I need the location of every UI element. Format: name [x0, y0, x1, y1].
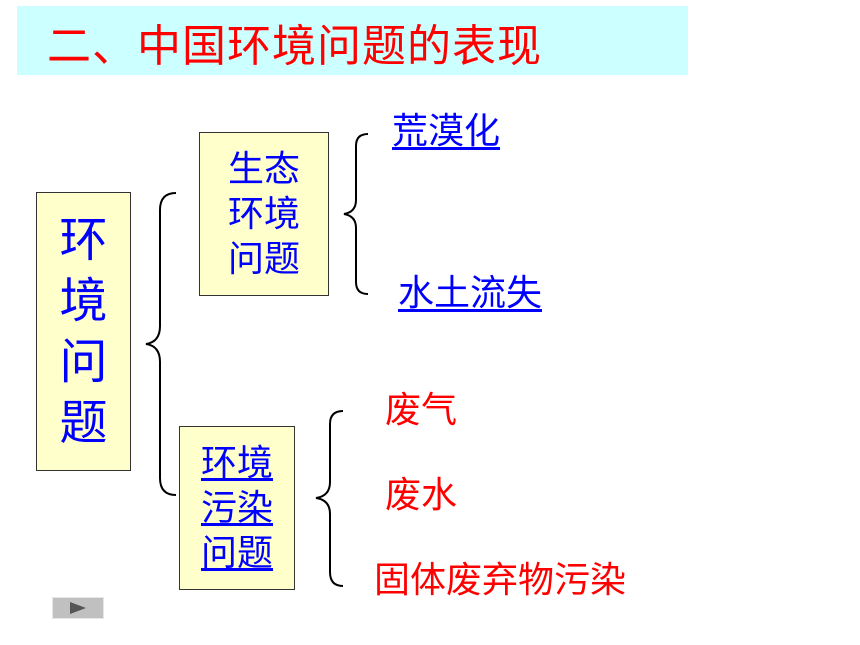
- root-char-1: 环: [59, 211, 108, 268]
- brace-eco: [343, 133, 369, 295]
- pollution-line-1[interactable]: 环境: [200, 442, 273, 484]
- root-char-4: 题: [59, 394, 108, 451]
- soil-erosion-link[interactable]: 水土流失: [398, 273, 543, 314]
- desertification-link[interactable]: 荒漠化: [392, 111, 501, 152]
- play-icon: [70, 602, 86, 614]
- title-bar: 二、中国环境问题的表现: [17, 6, 688, 75]
- eco-problems-box: 生态 环境 问题: [199, 132, 329, 296]
- solid-waste-label: 固体废弃物污染: [374, 560, 627, 601]
- root-char-3: 问: [59, 333, 108, 390]
- eco-line-2: 环境: [227, 193, 300, 235]
- pollution-line-2[interactable]: 污染: [200, 487, 273, 529]
- eco-line-1: 生态: [227, 148, 300, 190]
- waste-water-label: 废水: [385, 475, 458, 516]
- brace-pollution: [315, 410, 344, 587]
- waste-gas-label: 废气: [385, 390, 458, 431]
- eco-line-3: 问题: [227, 238, 300, 280]
- root-char-2: 境: [59, 272, 108, 329]
- brace-root: [145, 192, 177, 496]
- pollution-problems-link[interactable]: 环境 污染 问题: [179, 426, 295, 590]
- page-title: 二、中国环境问题的表现: [47, 21, 542, 72]
- play-button[interactable]: [52, 597, 104, 619]
- root-box-environmental-problems: 环 境 问 题: [36, 192, 131, 471]
- pollution-line-3[interactable]: 问题: [200, 532, 273, 574]
